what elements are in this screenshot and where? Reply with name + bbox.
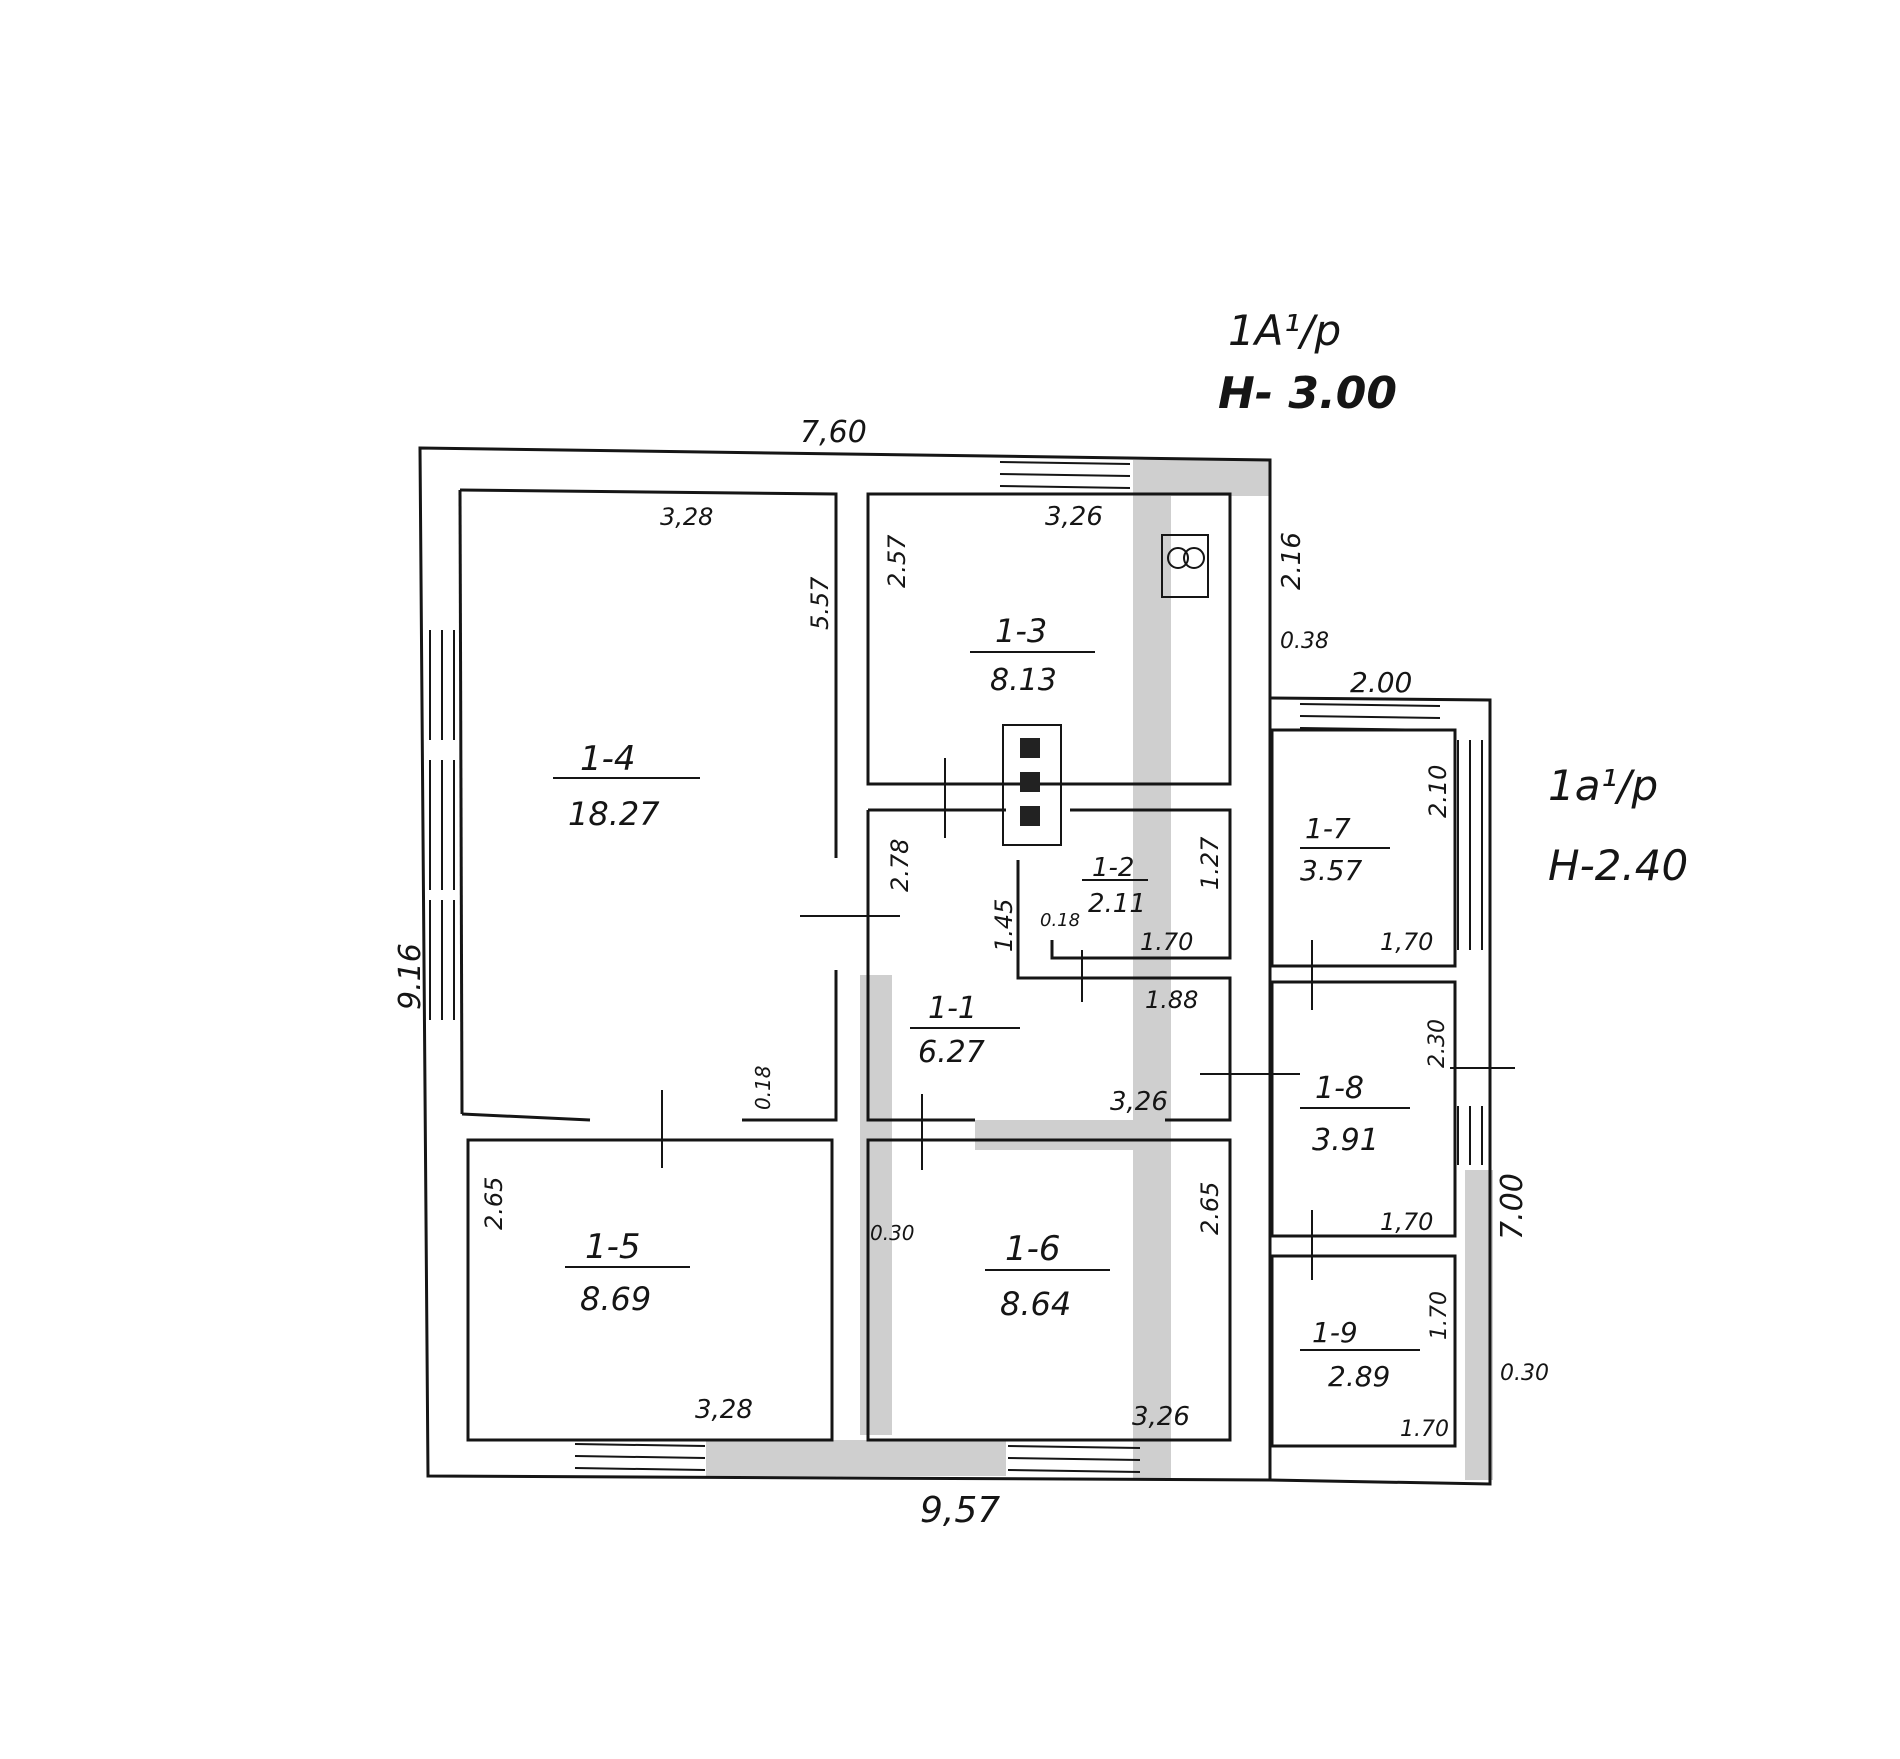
dim-r18-bottom: 1,70 [1380, 1208, 1433, 1236]
dim-r14-wall: 0.18 [751, 1065, 775, 1110]
annex-block-height: Н-2.40 [1548, 841, 1688, 890]
dim-r11-left: 2.78 [886, 839, 914, 892]
dim-r15-bottom: 3,28 [695, 1395, 753, 1425]
shaded-wall-annex [1465, 1170, 1493, 1480]
shaded-wall-middle [860, 975, 892, 1435]
room-label-lines [553, 651, 1420, 1351]
room-1-1-id: 1-1 [928, 991, 977, 1026]
shaded-wall-ne [1133, 460, 1269, 496]
dim-bottom-overall: 9,57 [920, 1490, 1000, 1531]
dim-right-lower: 7.00 [1495, 1173, 1530, 1240]
room-1-9-id: 1-9 [1312, 1316, 1358, 1349]
annex-outer-wall [1269, 696, 1492, 1486]
shaded-wall-east [1133, 460, 1171, 1480]
dim-r16-right: 2.65 [1196, 1182, 1224, 1235]
room-1-9-walls [1270, 1254, 1457, 1448]
dim-r19-right: 1.70 [1427, 1291, 1452, 1340]
dim-wall-030-b: 0.30 [1500, 1361, 1549, 1386]
window-annex-right-2 [1457, 1106, 1483, 1165]
room-1-7-area: 3.57 [1300, 854, 1363, 887]
dim-r11-mid: 1.45 [990, 899, 1018, 952]
dim-r18-right: 2.30 [1425, 1019, 1450, 1068]
chimney-block [1002, 724, 1062, 846]
room-1-5-walls [466, 1138, 834, 1442]
window-left-1 [429, 630, 455, 740]
stove-icon [1161, 534, 1209, 598]
room-1-3-area: 8.13 [990, 663, 1057, 698]
windows [429, 461, 1483, 1473]
room-1-8-id: 1-8 [1315, 1071, 1364, 1106]
dim-annex-top: 2.00 [1350, 666, 1412, 699]
dim-r17-right: 2.10 [1424, 765, 1452, 818]
room-1-2-area: 2.11 [1088, 889, 1146, 919]
door-marks [661, 758, 1515, 1280]
room-1-4-id: 1-4 [580, 739, 636, 779]
room-1-3-walls [866, 492, 1232, 786]
window-left-3 [429, 900, 455, 1020]
dim-right-upper: 2.16 [1277, 532, 1307, 590]
dim-r14-right: 5.57 [806, 576, 834, 630]
window-left-2 [429, 760, 455, 890]
dim-r14-top: 3,28 [660, 503, 713, 531]
room-1-6-walls [866, 1138, 1232, 1442]
main-block-label: 1А¹/р [1228, 306, 1341, 355]
dim-r11-top: 1.88 [1145, 986, 1198, 1014]
dim-r13-left: 2.57 [883, 534, 911, 588]
room-1-1-walls [866, 808, 1232, 1122]
dim-r19-bottom: 1.70 [1400, 1417, 1449, 1442]
room-1-8-walls [1270, 980, 1457, 1238]
room-1-4-area: 18.27 [568, 795, 660, 833]
window-bottom-2 [1007, 1445, 1141, 1473]
main-block-height: Н- 3.00 [1218, 368, 1397, 419]
dim-left-overall: 9.16 [393, 943, 428, 1010]
room-1-3-id: 1-3 [995, 612, 1047, 650]
room-1-6-id: 1-6 [1005, 1229, 1061, 1269]
room-1-5-area: 8.69 [580, 1280, 651, 1318]
dim-r15-left: 2.65 [480, 1177, 508, 1230]
dim-r11-bottom: 3,26 [1110, 1087, 1168, 1117]
dim-r13-top: 3,26 [1045, 502, 1103, 532]
shaded-wall-1 [975, 1120, 1165, 1150]
room-1-1-area: 6.27 [918, 1035, 985, 1070]
room-1-2-id: 1-2 [1092, 853, 1134, 883]
dim-r12-bottom: 1.70 [1140, 928, 1193, 956]
dim-r12-right: 1.27 [1196, 836, 1224, 890]
room-1-8-area: 3.91 [1312, 1123, 1379, 1158]
shaded-wall-bottom [706, 1440, 1006, 1476]
room-1-7-id: 1-7 [1305, 812, 1351, 845]
window-top [999, 461, 1131, 489]
dim-top-overall: 7,60 [800, 415, 867, 450]
room-1-7-walls [1270, 728, 1457, 968]
window-annex-right [1457, 740, 1483, 950]
window-bottom-1 [574, 1443, 706, 1471]
dim-wall-030: 0.30 [870, 1221, 915, 1245]
dim-r17-bottom: 1,70 [1380, 928, 1433, 956]
dim-r12-wall: 0.18 [1040, 910, 1080, 931]
room-1-9-area: 2.89 [1328, 1360, 1390, 1393]
room-1-4-left-wall [458, 489, 464, 1115]
window-annex-top [1299, 703, 1441, 731]
annex-block-label: 1а¹/р [1548, 761, 1658, 810]
room-1-6-area: 8.64 [1000, 1285, 1071, 1323]
room-1-5-id: 1-5 [585, 1227, 641, 1267]
dim-wall-038: 0.38 [1280, 629, 1329, 654]
dim-r16-bottom: 3,26 [1132, 1402, 1190, 1432]
